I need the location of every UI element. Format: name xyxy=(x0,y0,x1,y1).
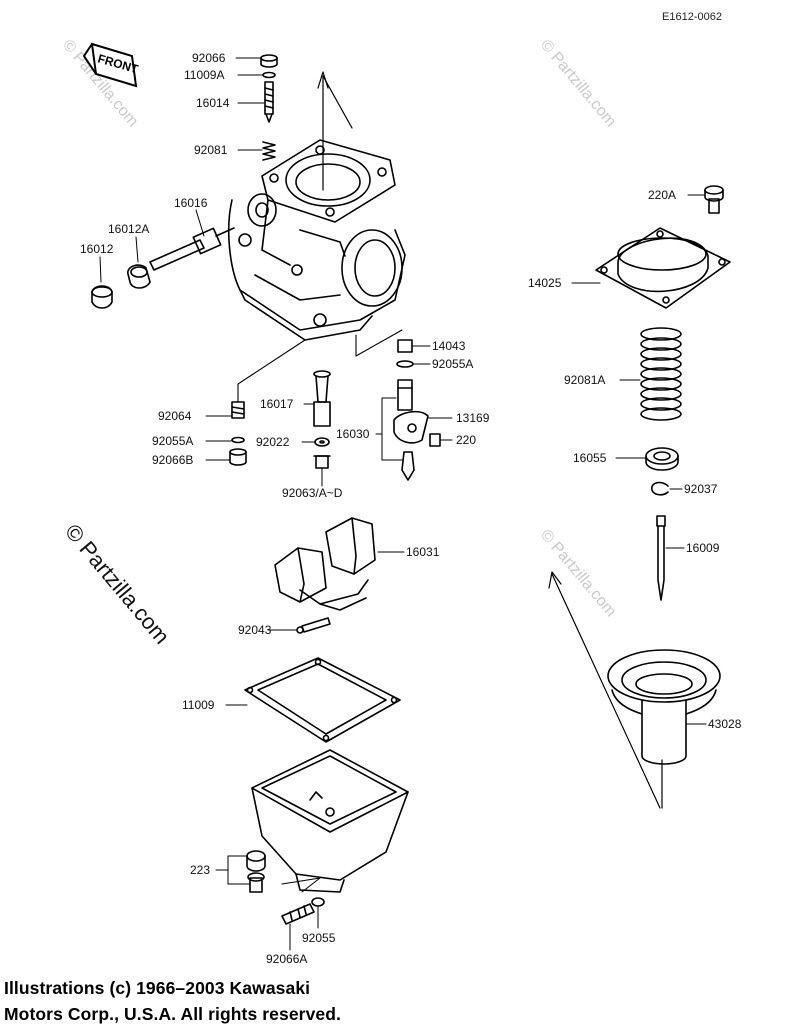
cap-16012a-shape xyxy=(127,264,151,289)
label-16014: 16014 xyxy=(196,96,230,110)
label-11009: 11009 xyxy=(182,698,215,712)
diagram-code: E1612-0062 xyxy=(662,11,722,23)
drain-screw-shape xyxy=(281,877,325,951)
spring-92081a-shape xyxy=(619,327,682,421)
label-223: 223 xyxy=(190,863,210,877)
cap-16012-shape xyxy=(91,285,113,309)
label-92055a-left: 92055A xyxy=(152,434,193,448)
label-43028: 43028 xyxy=(708,717,742,731)
label-16030: 16030 xyxy=(336,427,370,441)
copyright-line-2: Motors Corp., U.S.A. All rights reserved… xyxy=(4,1004,341,1024)
jet-92063-shape xyxy=(313,455,331,487)
washer-92022-shape xyxy=(301,437,330,447)
label-92043: 92043 xyxy=(238,623,272,637)
float-valve-group-shape xyxy=(375,339,453,481)
label-92064: 92064 xyxy=(158,409,192,423)
screw-16014-shape xyxy=(264,81,274,123)
pin-92043-shape xyxy=(267,617,331,634)
gasket-11009-shape xyxy=(225,657,401,743)
top-cover-14025-shape xyxy=(571,227,731,309)
label-13169: 13169 xyxy=(456,411,490,425)
label-92022: 92022 xyxy=(256,435,290,449)
label-14025: 14025 xyxy=(528,276,562,290)
label-92081: 92081 xyxy=(194,143,228,157)
pilot-screw-16016-shape xyxy=(149,227,235,271)
part-labels: 92066 11009A 16014 92081 16016 16012A 16… xyxy=(80,51,742,966)
spring-92081-shape xyxy=(262,141,276,161)
leader-lines-top xyxy=(235,57,265,151)
jet-92064-shape xyxy=(231,401,245,419)
diaphragm-43028-shape xyxy=(607,649,721,765)
watermark-mid-right: © Partzilla.com xyxy=(537,527,619,621)
label-11009a: 11009A xyxy=(184,68,224,82)
label-92066a: 92066A xyxy=(266,952,307,966)
screws-223-shape xyxy=(215,850,266,893)
label-92055a-right: 92055A xyxy=(432,357,473,371)
label-92055: 92055 xyxy=(302,931,336,945)
oring-11009a-shape xyxy=(262,71,276,79)
leader-lines-left-mid xyxy=(205,415,232,461)
label-92066b: 92066B xyxy=(152,453,193,467)
label-92081a: 92081A xyxy=(564,373,605,387)
float-bowl-shape xyxy=(251,749,409,893)
label-92037: 92037 xyxy=(684,482,718,496)
watermark-group: © Partzilla.com © Partzilla.com © Partzi… xyxy=(59,37,619,649)
screw-220a-shape xyxy=(687,185,724,214)
label-16031: 16031 xyxy=(406,545,440,559)
label-16016: 16016 xyxy=(174,196,208,210)
arrow-diaphragm-shape xyxy=(548,571,663,809)
carburetor-body-shape xyxy=(227,139,406,341)
label-16017: 16017 xyxy=(260,397,294,411)
copyright-line-1: Illustrations (c) 1966–2003 Kawasaki xyxy=(4,978,311,998)
label-14043: 14043 xyxy=(432,339,466,353)
clip-92037-shape xyxy=(651,481,683,496)
plug-92066b-shape xyxy=(229,448,247,466)
label-220: 220 xyxy=(456,433,476,447)
arrow-up-shape xyxy=(317,71,353,191)
watermark-top-right: © Partzilla.com xyxy=(537,37,619,131)
needle-jet-16017-shape xyxy=(303,370,331,427)
label-220a: 220A xyxy=(648,188,676,202)
label-92063: 92063/A~D xyxy=(282,486,343,500)
label-16012: 16012 xyxy=(80,242,114,256)
watermark-mid-left: © Partzilla.com xyxy=(60,519,174,649)
bracket-lines xyxy=(237,329,403,403)
label-16012a: 16012A xyxy=(108,222,149,236)
label-92066: 92066 xyxy=(192,51,226,65)
label-16055: 16055 xyxy=(573,451,607,465)
oring-92055a-left-shape xyxy=(231,436,245,444)
leader-lines-left-top xyxy=(99,209,205,283)
needle-16009-shape xyxy=(656,515,685,601)
seat-16055-shape xyxy=(615,447,679,471)
label-16009: 16009 xyxy=(686,541,720,555)
cap-92066-shape xyxy=(260,54,278,68)
float-16031-shape xyxy=(274,517,405,611)
